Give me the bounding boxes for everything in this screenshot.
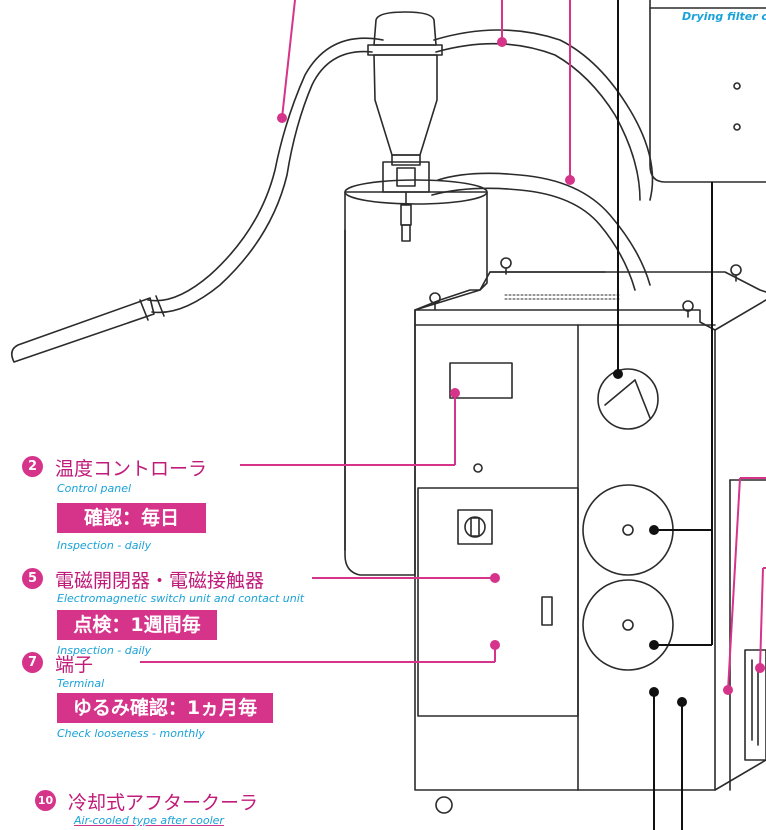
label-7-jp: 端子: [55, 654, 94, 676]
badge-7: 7: [22, 652, 43, 673]
label-2-en: Control panel: [57, 482, 132, 495]
label-7-box: ゆるみ確認：1ヵ月毎: [57, 693, 273, 723]
label-2-sub: Inspection - daily: [57, 539, 152, 552]
filter-cover-2: [582, 579, 674, 671]
suction-nozzle: [10, 297, 155, 363]
hopper-cone: [373, 54, 438, 156]
label-5-box: 点検：1週間毎: [57, 610, 217, 640]
dryer-cylinder: [344, 191, 488, 576]
electrical-box-door: [417, 487, 579, 717]
badge-2: 2: [22, 456, 43, 477]
label-10-en: Air-cooled type after cooler: [74, 814, 224, 827]
hopper-lid: [373, 11, 437, 46]
pressure-gauge: [597, 368, 659, 430]
badge-10: 10: [35, 790, 56, 811]
filter-panel: [649, 0, 766, 183]
suction-hose: [147, 37, 384, 302]
label-5-jp: 電磁開閉器・電磁接触器: [55, 570, 265, 592]
label-7-en: Terminal: [57, 677, 105, 690]
label-5-sub: Inspection - daily: [57, 644, 152, 657]
eye-bolts: [429, 257, 742, 318]
cabinet-front: [414, 309, 716, 791]
label-2-jp: 温度コントローラ: [55, 458, 208, 480]
label-2-box: 確認：毎日: [57, 503, 206, 533]
filter-panel-caption: Drying filter c: [682, 10, 766, 23]
temperature-controller: [449, 362, 513, 399]
badge-5: 5: [22, 568, 43, 589]
label-10-jp: 冷却式アフタークーラ: [68, 792, 259, 814]
label-7-sub: Check looseness - monthly: [57, 727, 205, 740]
cabinet-side: [714, 299, 766, 331]
label-5-en: Electromagnetic switch unit and contact …: [57, 592, 305, 605]
